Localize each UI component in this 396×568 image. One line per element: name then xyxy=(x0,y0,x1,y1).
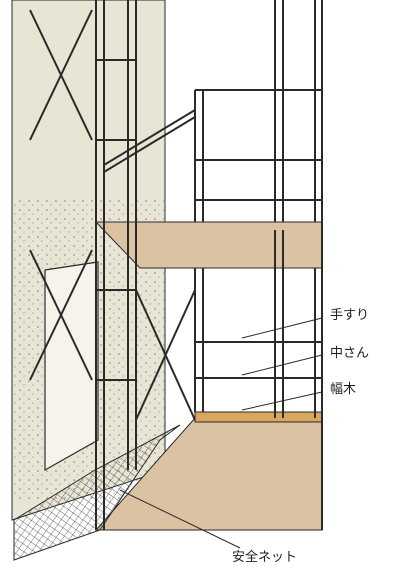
upper-frame xyxy=(103,0,323,530)
midrail-label: 中さん xyxy=(330,346,370,361)
lower-frame xyxy=(135,230,322,421)
safety-net-label: 安全ネット xyxy=(232,550,298,565)
leader-lines xyxy=(119,317,323,549)
left-frame xyxy=(29,0,137,530)
handrail-label: 手すり xyxy=(330,308,370,323)
window-opening xyxy=(44,261,99,472)
toeboard-label: 幅木 xyxy=(330,382,357,397)
toeboard xyxy=(194,411,323,423)
